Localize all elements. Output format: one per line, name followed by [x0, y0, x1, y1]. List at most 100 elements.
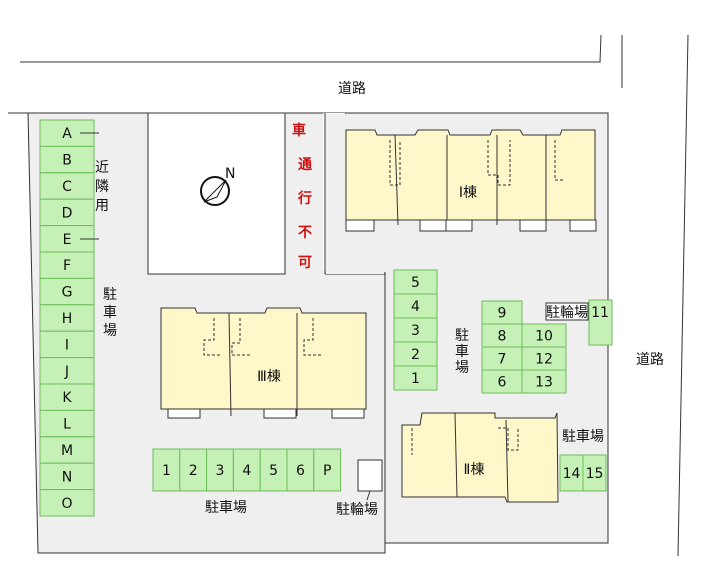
- parking-slot: [313, 448, 342, 492]
- slot-label: 3: [411, 323, 420, 339]
- compass-icon: N: [200, 166, 235, 206]
- slot-label: 13: [535, 375, 553, 391]
- slot-label: 3: [216, 463, 225, 479]
- parking-slot: [39, 251, 95, 279]
- svg-text:車: 車: [292, 122, 306, 139]
- slot-label: N: [62, 469, 72, 485]
- bike-parking-bottom-label: 駐輪場: [336, 501, 378, 518]
- building-iii: Ⅲ棟: [160, 307, 367, 419]
- neighbor-label: 隣: [95, 179, 109, 195]
- svg-text:行: 行: [297, 190, 312, 207]
- slot-label: 1: [411, 371, 420, 387]
- building-ii-label: Ⅱ棟: [464, 462, 485, 478]
- parking-label: 車: [103, 304, 117, 321]
- parking-slot: [286, 448, 315, 492]
- parking-slot: [206, 448, 234, 492]
- slot-label: K: [62, 390, 72, 406]
- slot-label: A: [62, 126, 72, 142]
- slot-label: 10: [535, 329, 553, 345]
- neighbor-label: 用: [95, 198, 109, 214]
- slot-label: 14: [563, 466, 581, 482]
- svg-text:通: 通: [298, 157, 312, 173]
- parking-slot: [39, 489, 95, 517]
- slot-label: B: [62, 153, 72, 169]
- road-label-top: 道路: [338, 81, 366, 97]
- parking-slot: [393, 365, 438, 391]
- parking-slot: [232, 448, 261, 492]
- slot-label: 11: [591, 305, 609, 321]
- slot-label: C: [62, 179, 72, 195]
- parking-slot: [39, 198, 95, 227]
- slot-label: G: [62, 285, 73, 301]
- parking-slot: [588, 299, 613, 346]
- bike-parking-bottom: [357, 459, 383, 492]
- parking-slot: [39, 304, 95, 332]
- slot-label: D: [62, 205, 73, 221]
- right-parking-label: 駐車場: [562, 428, 604, 445]
- parking-slot: [39, 119, 95, 147]
- slot-label: 2: [411, 347, 420, 363]
- center-parking-label: 車: [455, 343, 469, 360]
- building-i-label: Ⅰ棟: [459, 185, 477, 201]
- slot-label: I: [65, 337, 69, 353]
- slot-label: J: [64, 364, 69, 380]
- no-entry-text: 車 通 行 不 可: [292, 122, 312, 271]
- svg-text:N: N: [225, 166, 235, 182]
- parking-slot: [582, 454, 607, 492]
- parking-slot: [39, 145, 95, 174]
- parking-slot: [39, 277, 95, 306]
- parking-slot: [39, 383, 95, 411]
- slot-label: 15: [586, 466, 604, 482]
- building-ii: Ⅱ棟: [401, 412, 559, 503]
- slot-label: 4: [411, 299, 420, 315]
- slot-label: L: [63, 417, 71, 433]
- svg-text:可: 可: [298, 255, 312, 271]
- slot-label: 5: [269, 463, 278, 479]
- building-iii-label: Ⅲ棟: [257, 369, 281, 385]
- slot-label: 12: [535, 352, 553, 368]
- parking-slot: [39, 330, 95, 359]
- center-parking-label: 駐: [455, 328, 469, 344]
- slot-label: 1: [162, 463, 171, 479]
- mid-right-lot: 9 8 10 7 12 6 13: [481, 300, 567, 394]
- parking-label: 駐: [103, 287, 117, 303]
- parking-label: 場: [103, 323, 117, 339]
- slot-label: H: [62, 311, 73, 327]
- slot-label: 6: [498, 375, 507, 391]
- slot-label: 5: [411, 275, 420, 291]
- building-i: Ⅰ棟: [345, 129, 597, 232]
- slot-label: 7: [498, 352, 507, 368]
- slot-label: M: [61, 443, 73, 459]
- road-label-right: 道路: [636, 352, 664, 368]
- road-edge-top: [20, 34, 602, 63]
- slot-label: O: [61, 496, 72, 512]
- right-lot: 14 15: [559, 454, 607, 492]
- parking-slot: [393, 341, 438, 367]
- slot-label: P: [323, 463, 331, 479]
- center-parking-label: 場: [455, 360, 469, 376]
- slot-label: F: [63, 258, 71, 274]
- parking-slot: [39, 357, 95, 385]
- road-edge-far-right: [677, 34, 689, 557]
- slot-label: 6: [296, 463, 305, 479]
- slot-label: 9: [498, 306, 507, 322]
- slot-label: 4: [242, 463, 251, 479]
- parking-slot: [393, 317, 438, 343]
- parking-slot: [179, 448, 208, 492]
- slot-label: 2: [189, 463, 198, 479]
- neighbor-label: 近: [95, 160, 109, 176]
- bottom-parking-label: 駐車場: [205, 499, 247, 516]
- parking-slot: [39, 409, 95, 438]
- neighbor-bracket: [80, 132, 99, 240]
- svg-text:不: 不: [298, 225, 312, 241]
- slot-label: E: [63, 232, 72, 248]
- bike-parking-label: 駐輪場: [546, 304, 588, 321]
- center-lot: 5 4 3 2 1: [393, 269, 438, 391]
- bottom-lot: 1 2 3 4 5 6 P: [152, 448, 342, 492]
- parking-slot: [393, 269, 438, 295]
- parking-slot: [521, 369, 567, 394]
- slot-label: 8: [498, 329, 507, 345]
- bike-parking-box: [545, 302, 589, 321]
